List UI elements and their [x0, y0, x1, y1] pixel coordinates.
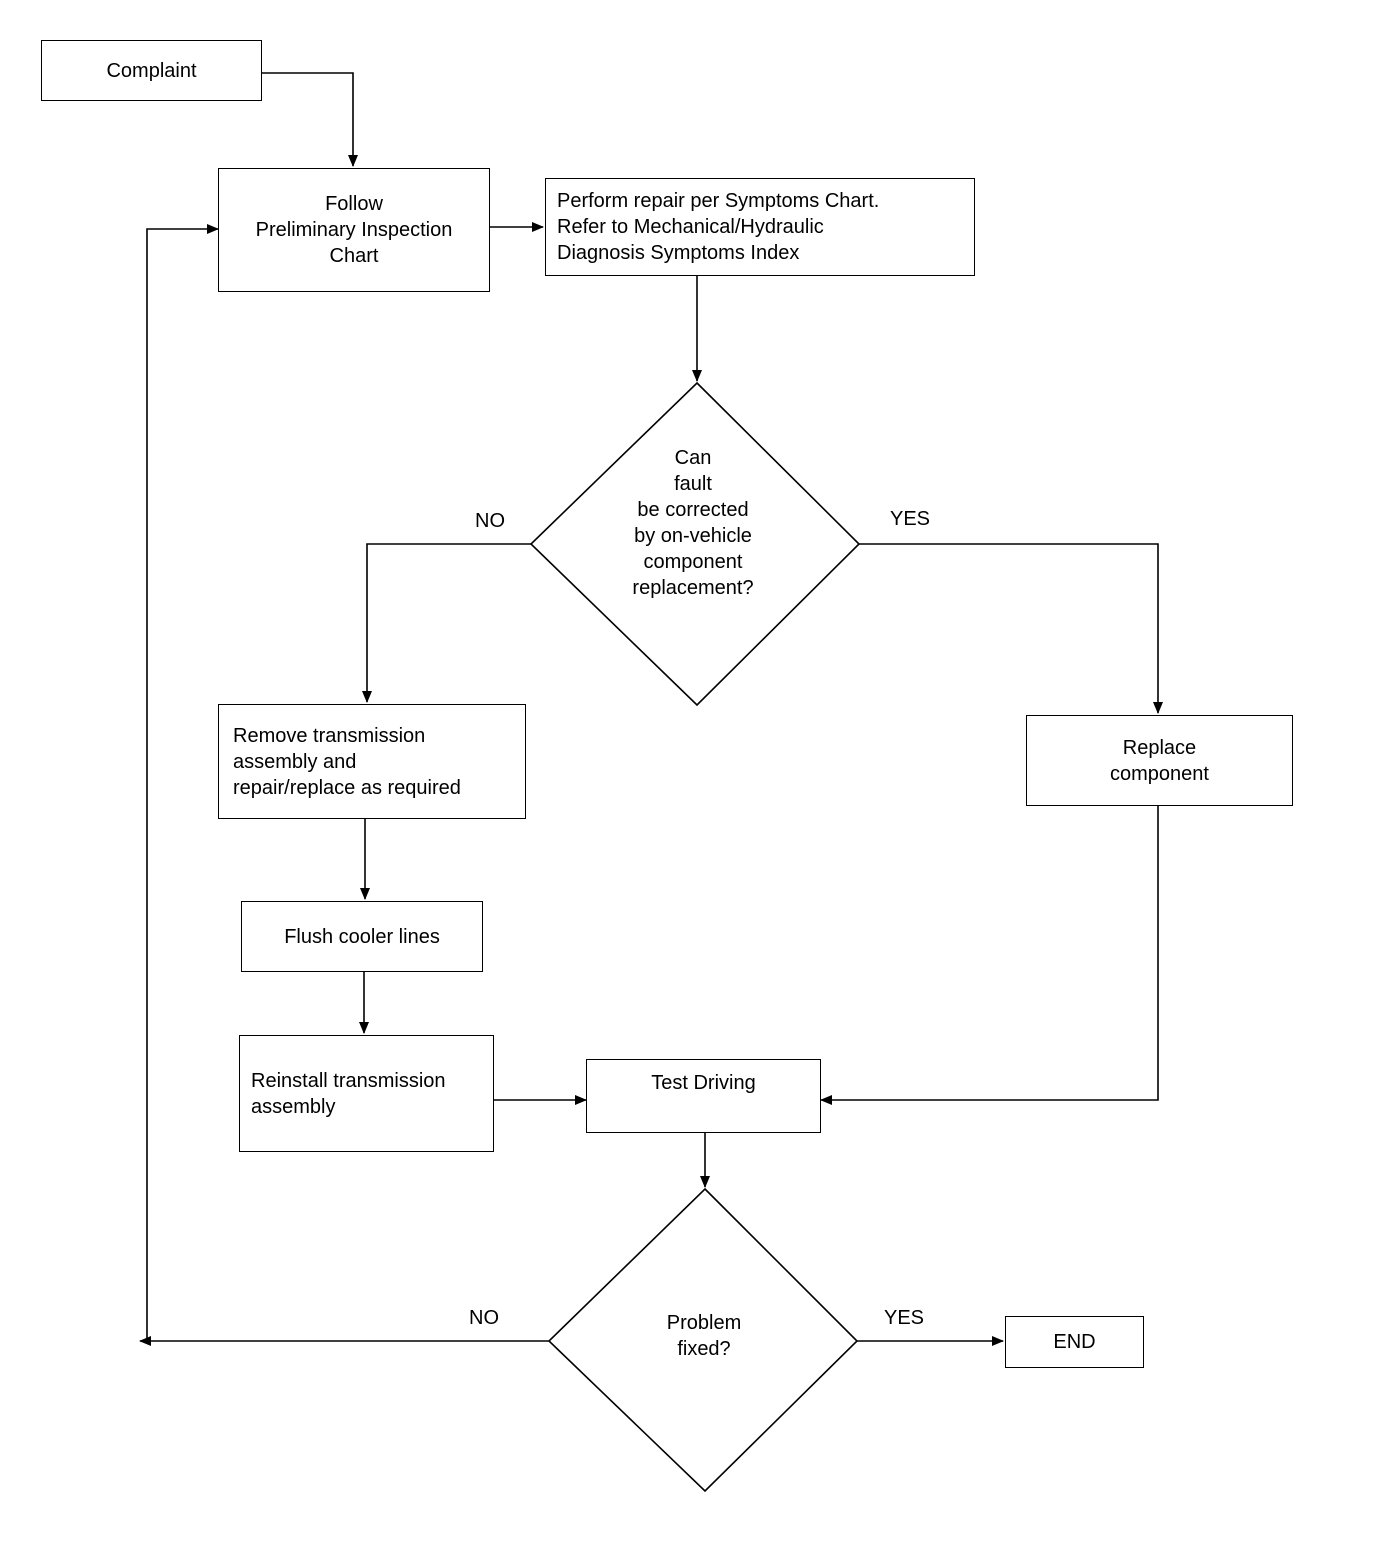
preliminary-line-3: Chart	[329, 245, 379, 267]
fixed-yes-label: YES	[884, 1307, 925, 1329]
reinstall-transmission-box: Reinstall transmission assembly	[239, 1035, 494, 1152]
replace-component-line-1: Replace	[1122, 736, 1197, 759]
perform-repair-line-1: Perform repair per Symptoms Chart.	[557, 190, 880, 212]
decision-fault-line-4: by on-vehicle	[634, 525, 752, 547]
remove-transmission-line-2: assembly and	[233, 750, 357, 773]
flush-cooler-text: Flush cooler lines	[284, 925, 440, 948]
perform-repair-line-3: Diagnosis Symptoms Index	[557, 242, 800, 264]
decision-fault-line-6: replacement?	[632, 577, 754, 599]
connector-replace-to-test	[820, 806, 1159, 1105]
remove-transmission-line-1: Remove transmission	[233, 724, 426, 747]
connector-complaint-to-preliminary	[262, 72, 358, 167]
perform-repair-box: Perform repair per Symptoms Chart. Refer…	[545, 178, 975, 276]
decision-fault-line-5: component	[643, 551, 743, 573]
decision-fault-text: Can fault be corrected by on-vehicle com…	[580, 445, 806, 601]
decision-fault-line-3: be corrected	[637, 499, 749, 521]
connector-fault-no	[362, 543, 531, 703]
fault-yes-label: YES	[890, 508, 931, 530]
reinstall-line-2: assembly	[251, 1095, 336, 1118]
preliminary-inspection-box: Follow Preliminary Inspection Chart	[218, 168, 490, 292]
complaint-box: Complaint	[41, 40, 262, 101]
decision-fixed-line-2: fixed?	[677, 1338, 731, 1360]
decision-fixed-shape	[547, 1187, 859, 1493]
flush-cooler-lines-box: Flush cooler lines	[241, 901, 483, 972]
fixed-no-label: NO	[469, 1307, 499, 1329]
replace-component-line-2: component	[1110, 762, 1209, 785]
preliminary-line-2: Preliminary Inspection	[255, 219, 453, 241]
reinstall-line-1: Reinstall transmission	[251, 1069, 446, 1092]
decision-fixed-text: Problem fixed?	[624, 1310, 784, 1362]
decision-fault-line-2: fault	[674, 473, 712, 495]
replace-component-box: Replace component	[1026, 715, 1293, 806]
decision-fixed-line-1: Problem	[666, 1312, 742, 1334]
complaint-text: Complaint	[106, 59, 197, 82]
end-text: END	[1053, 1331, 1096, 1353]
remove-transmission-line-3: repair/replace as required	[233, 776, 461, 799]
test-driving-text: Test Driving	[651, 1072, 756, 1094]
connector-loop-to-preliminary	[146, 224, 219, 1341]
preliminary-line-1: Follow	[325, 193, 383, 215]
perform-repair-line-2: Refer to Mechanical/Hydraulic	[557, 216, 824, 238]
decision-fault-shape	[529, 381, 861, 707]
remove-transmission-box: Remove transmission assembly and repair/…	[218, 704, 526, 819]
decision-fault-line-1: Can	[674, 447, 712, 469]
test-driving-box: Test Driving	[586, 1059, 821, 1133]
connector-fault-yes	[859, 543, 1163, 714]
end-box: END	[1005, 1316, 1144, 1368]
fault-no-label: NO	[475, 510, 505, 532]
